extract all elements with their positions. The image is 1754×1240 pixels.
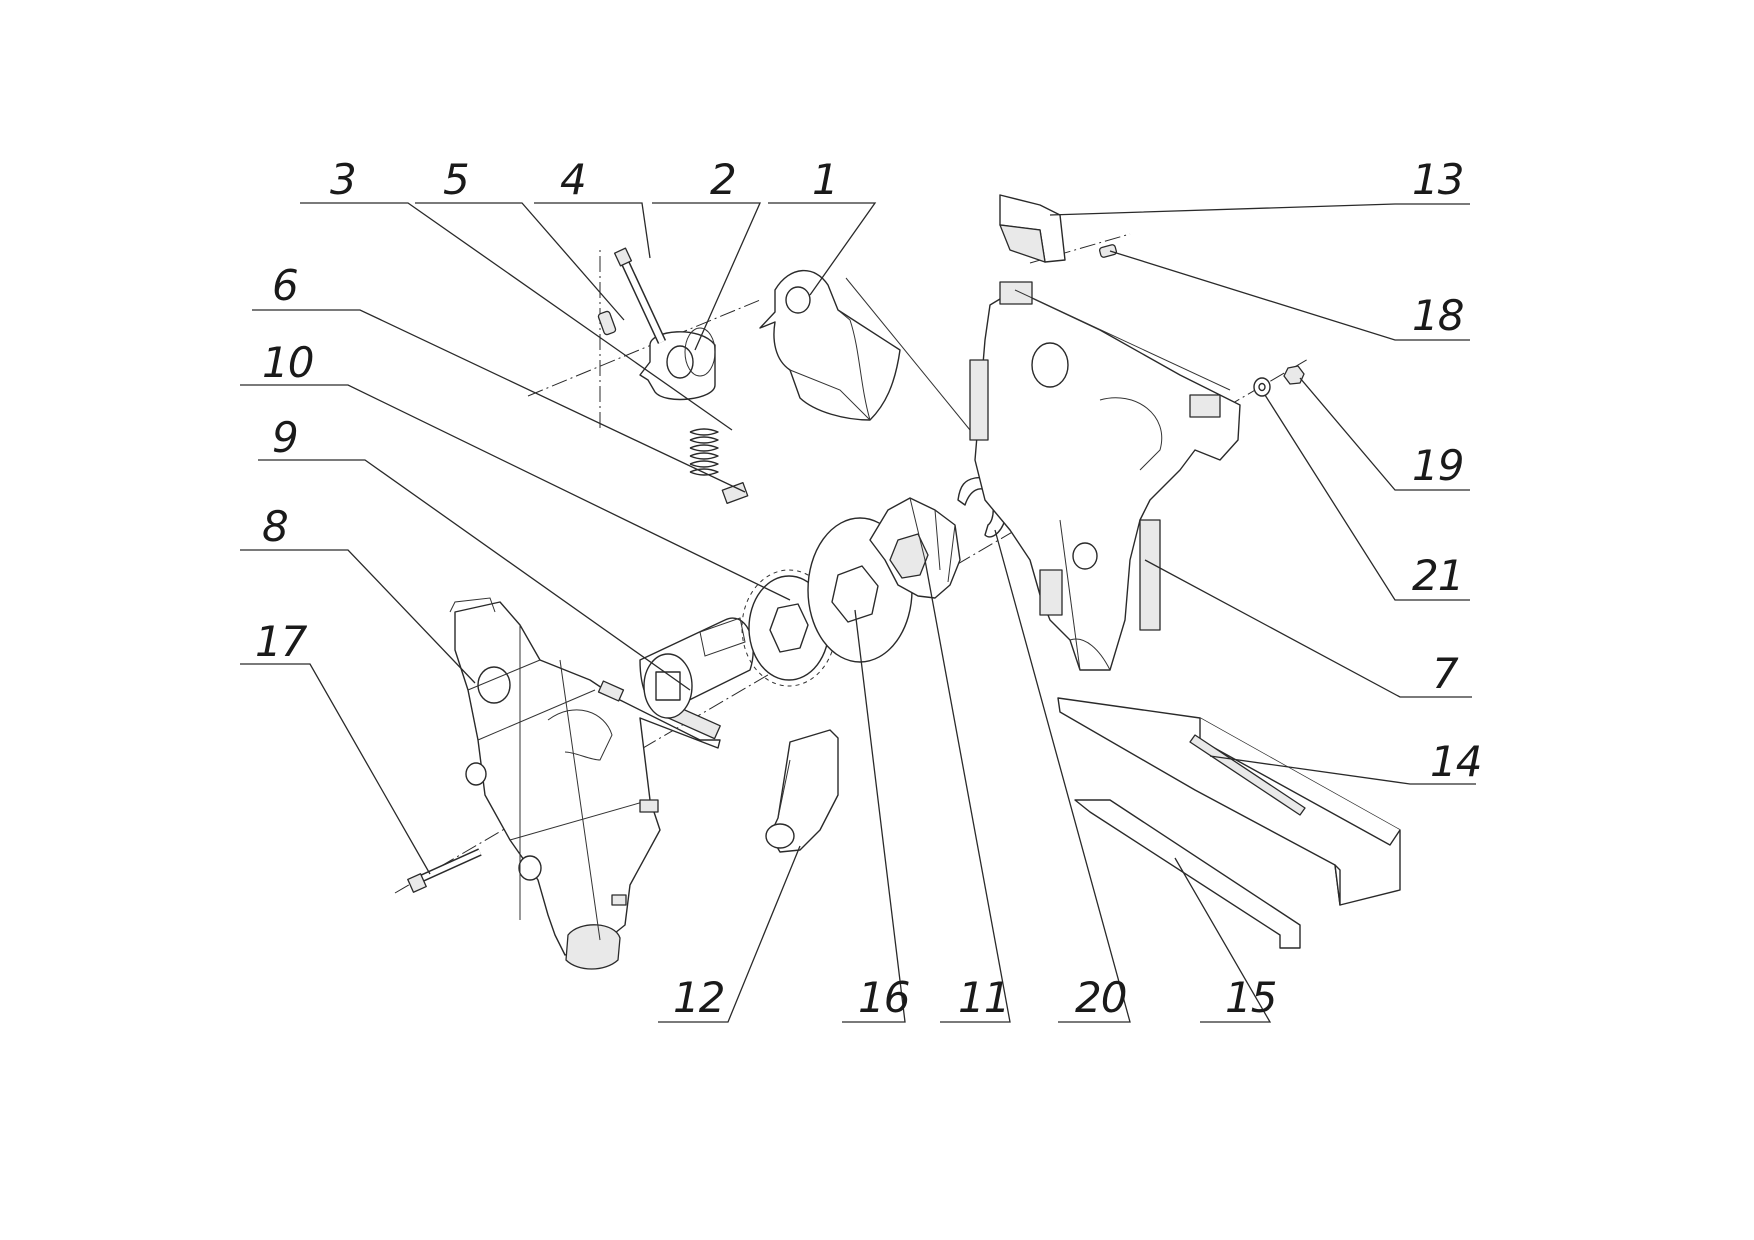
callout-13: 13	[1412, 155, 1463, 204]
callout-4: 4	[560, 155, 586, 204]
part-1-lever	[759, 269, 971, 431]
callout-21: 21	[1412, 551, 1463, 600]
callout-20: 20	[1075, 973, 1126, 1022]
callout-12: 12	[673, 973, 724, 1022]
callout-18: 18	[1412, 291, 1463, 340]
part-14-tray	[1057, 697, 1401, 906]
callout-1: 1	[812, 155, 838, 204]
part-3-spring	[689, 428, 719, 476]
part-15-strip	[1074, 799, 1301, 949]
part-4-pin	[613, 247, 667, 344]
part-9-drum	[639, 617, 754, 719]
callout-14: 14	[1430, 737, 1481, 786]
part-7-right-housing	[969, 281, 1241, 671]
part-13-bracket	[999, 194, 1066, 263]
callout-5: 5	[443, 155, 469, 204]
part-17-bolt	[407, 848, 482, 893]
callout-15: 15	[1225, 973, 1276, 1022]
callout-17: 17	[255, 617, 308, 666]
part-11-rotor	[869, 497, 961, 599]
callout-11: 11	[958, 973, 1009, 1022]
callout-10: 10	[262, 338, 313, 387]
callout-numbers: 3 5 4 2 1 6 10 9 8 17 12 16 11 20 15 13 …	[255, 155, 1482, 1022]
callout-7: 7	[1432, 649, 1459, 698]
part-18-screw	[1099, 244, 1117, 258]
part-12-scraper	[765, 729, 839, 853]
callout-9: 9	[272, 413, 298, 462]
callout-3: 3	[330, 155, 356, 204]
callout-6: 6	[272, 261, 298, 310]
part-2-cam-bushing	[639, 327, 716, 401]
callout-16: 16	[858, 973, 909, 1022]
callout-19: 19	[1412, 441, 1463, 490]
part-21-washer	[1253, 377, 1271, 397]
part-19-nut	[1283, 365, 1305, 385]
callout-8: 8	[262, 502, 288, 551]
part-5-stud	[597, 310, 617, 336]
part-6-clip	[721, 482, 749, 504]
callout-2: 2	[710, 155, 736, 204]
leader-lines	[240, 202, 1476, 1023]
